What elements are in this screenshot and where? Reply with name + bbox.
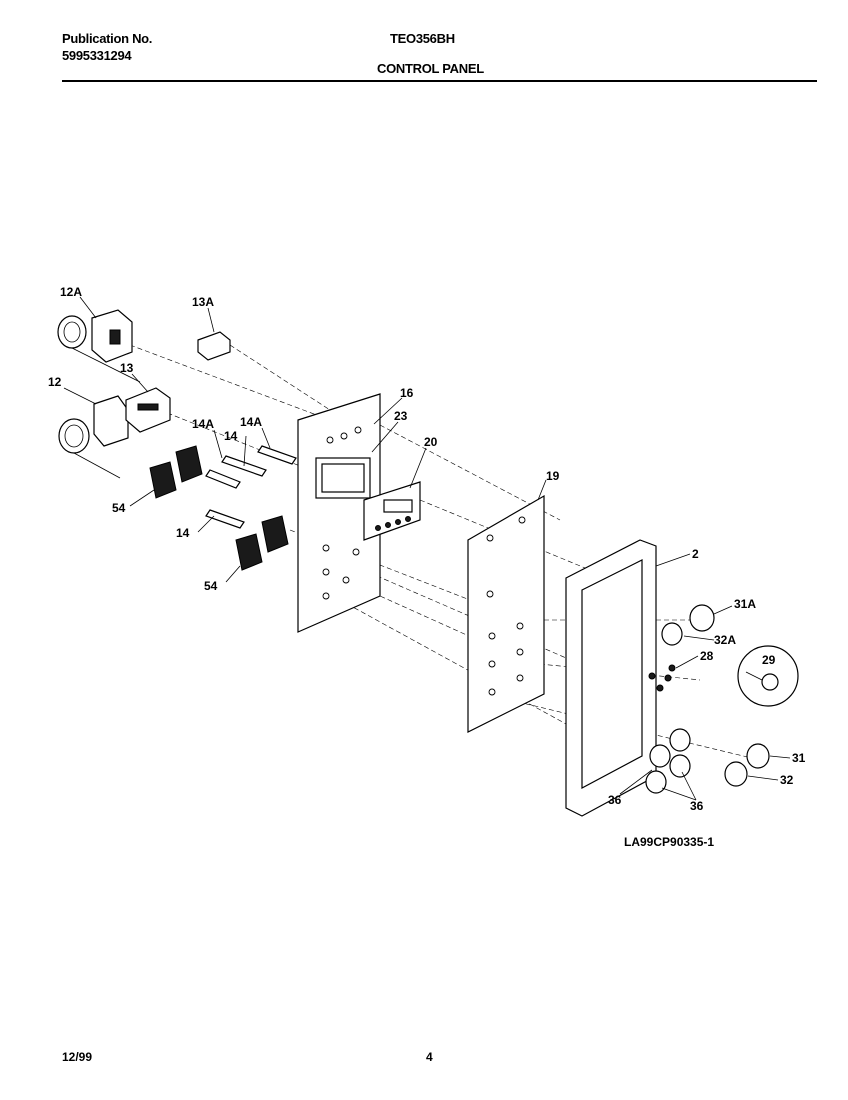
callout: 28 (700, 649, 714, 663)
footer-date: 12/99 (62, 1050, 93, 1064)
callout: 54 (204, 579, 218, 593)
callout: 32 (780, 773, 794, 787)
callout: 14A (192, 417, 214, 431)
thermostat-12 (58, 395, 129, 479)
knob-31a (661, 604, 715, 646)
thermostat-12a (57, 309, 141, 383)
publication-number: 5995331294 (62, 48, 132, 63)
leader-lines (63, 296, 791, 801)
section-title: CONTROL PANEL (377, 61, 484, 76)
callout: 13 (120, 361, 134, 375)
callout: 31 (792, 751, 806, 765)
switch-54-upper (149, 445, 203, 499)
callout: 54 (112, 501, 126, 515)
model-number: TEO356BH (390, 31, 455, 46)
callout: 19 (546, 469, 560, 483)
callout: 20 (424, 435, 438, 449)
knobs-36 (645, 728, 691, 794)
callout-labels: 12A 13A 13 12 16 23 14A 14A 14 20 54 14 … (48, 285, 806, 813)
assembly-lines (129, 344, 761, 771)
callout: 14 (176, 526, 190, 540)
callout: 36 (690, 799, 704, 813)
callout: 12 (48, 375, 62, 389)
callout: 12A (60, 285, 82, 299)
switch-13 (125, 387, 171, 433)
callout: 32A (714, 633, 736, 647)
page-number: 4 (426, 1050, 433, 1064)
callout: 13A (192, 295, 214, 309)
timer-20 (363, 481, 421, 541)
control-bracket-16 (297, 393, 381, 633)
header-rule (62, 80, 817, 82)
callout: 14 (224, 429, 238, 443)
publication-label: Publication No. (62, 31, 153, 46)
trim-frame-2 (565, 539, 657, 817)
callout: 14A (240, 415, 262, 429)
callout: 36 (608, 793, 622, 807)
callout: 2 (692, 547, 699, 561)
callout: 29 (762, 653, 776, 667)
switch-54-lower (235, 515, 289, 571)
lamps-14 (205, 445, 297, 529)
callout: 31A (734, 597, 756, 611)
knobs-28 (648, 664, 676, 692)
callout: 16 (400, 386, 414, 400)
drawing-code: LA99CP90335-1 (624, 835, 714, 849)
socket-13a (197, 331, 231, 361)
callout: 23 (394, 409, 408, 423)
knob-32 (724, 761, 748, 787)
panel-19 (467, 494, 545, 733)
knob-31 (746, 743, 770, 769)
button-detail-29 (737, 645, 799, 707)
